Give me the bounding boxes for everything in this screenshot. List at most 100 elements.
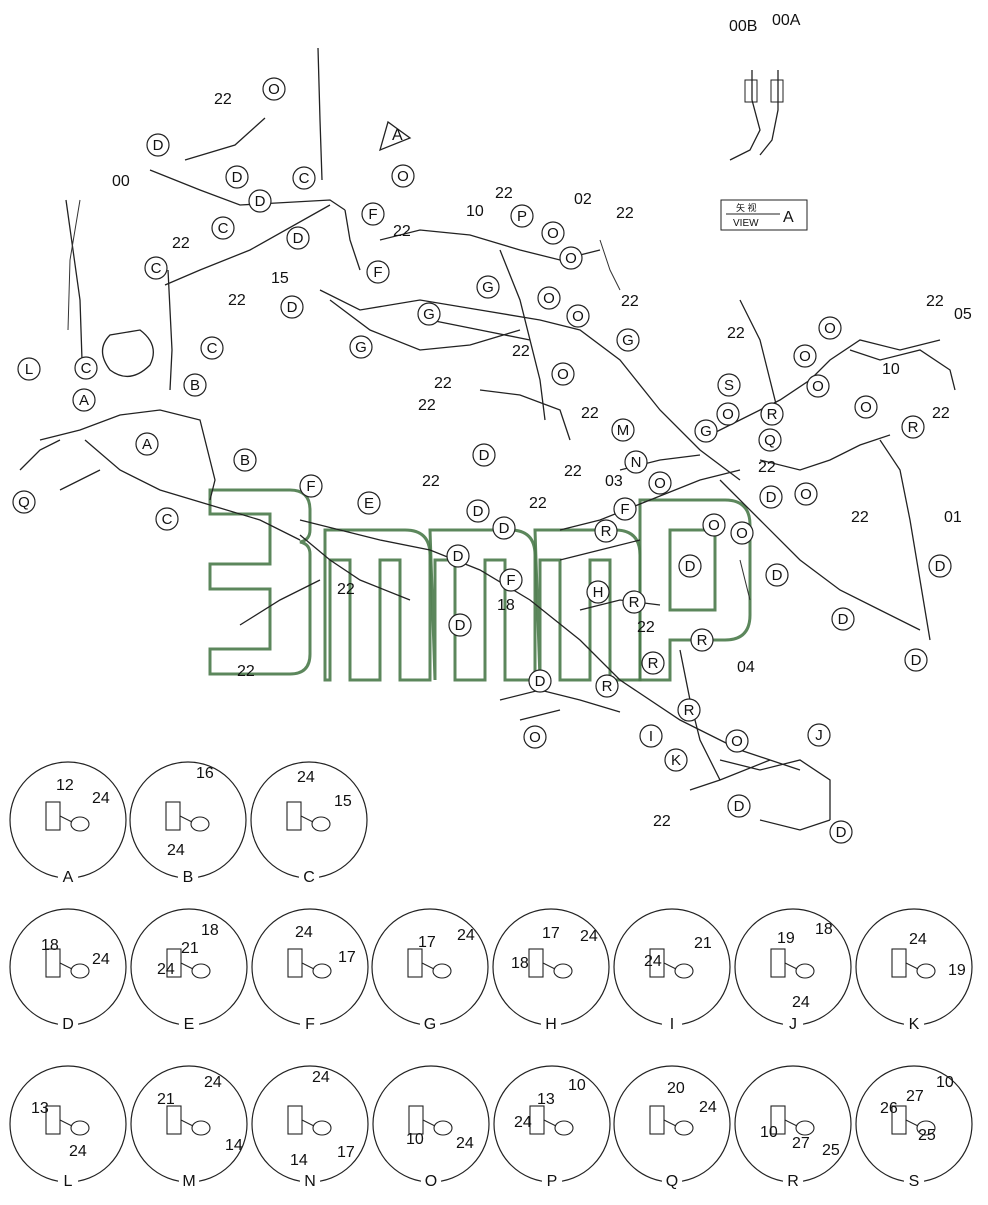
callout-letter: H — [593, 584, 604, 601]
callout: R — [677, 698, 701, 722]
callout: F — [499, 568, 523, 592]
callout-letter: J — [815, 727, 823, 744]
callout: P — [510, 204, 534, 228]
detail-letter: C — [303, 869, 315, 886]
callout-letter: O — [397, 168, 409, 185]
detail-letter: N — [304, 1173, 316, 1190]
callout-letter: O — [572, 308, 584, 325]
callout-letter: R — [767, 406, 778, 423]
detail-part-number: 21 — [694, 935, 712, 952]
callout-letter: D — [287, 299, 298, 316]
detail-part-number: 19 — [948, 962, 966, 979]
callout-letter: R — [602, 678, 613, 695]
detail-letter: Q — [666, 1173, 678, 1190]
callout: G — [694, 419, 718, 443]
detail-part-number: 19 — [777, 930, 795, 947]
part-label: 22 — [926, 293, 944, 310]
callout-letter: F — [373, 264, 382, 281]
callout: D — [765, 563, 789, 587]
callout: O — [551, 362, 575, 386]
part-label: 22 — [434, 375, 452, 392]
part-label: 22 — [727, 325, 745, 342]
callout: D — [678, 554, 702, 578]
part-label: 18 — [497, 597, 515, 614]
callout: D — [448, 613, 472, 637]
callout: D — [466, 499, 490, 523]
callout: O — [391, 164, 415, 188]
callout: O — [262, 77, 286, 101]
callout: G — [417, 302, 441, 326]
detail-part-number: 17 — [418, 934, 436, 951]
callout-letter: G — [622, 332, 634, 349]
detail-part-number: 24 — [457, 927, 475, 944]
callout: L — [17, 357, 41, 381]
callout: K — [664, 748, 688, 772]
callout-letter: D — [838, 611, 849, 628]
detail-part-number: 24 — [909, 931, 927, 948]
callout-letter: L — [25, 361, 33, 378]
callout-letter: I — [649, 728, 653, 745]
callout: O — [702, 513, 726, 537]
part-label: 22 — [228, 292, 246, 309]
callout: R — [622, 590, 646, 614]
part-label: 22 — [564, 463, 582, 480]
callout: C — [200, 336, 224, 360]
detail-part-number: 21 — [157, 1091, 175, 1108]
detail-part-number: 24 — [456, 1135, 474, 1152]
view-a-caption-cn: 矢 视 — [736, 202, 757, 213]
callout-letter: O — [722, 406, 734, 423]
detail-part-number: 25 — [822, 1142, 840, 1159]
callout: F — [299, 474, 323, 498]
detail-part-number: 14 — [290, 1152, 308, 1169]
callout-letter: C — [151, 260, 162, 277]
callout: E — [357, 491, 381, 515]
callout-letter: D — [293, 230, 304, 247]
detail-letter: M — [182, 1173, 195, 1190]
callout-letter: D — [535, 673, 546, 690]
detail-letter: G — [424, 1016, 436, 1033]
callout: O — [793, 344, 817, 368]
detail-part-number: 24 — [69, 1143, 87, 1160]
callout: D — [528, 669, 552, 693]
callout-letter: B — [240, 452, 250, 469]
callout-letter: R — [648, 655, 659, 672]
callout: S — [717, 373, 741, 397]
detail-part-number: 26 — [880, 1100, 898, 1117]
callout-letter: A — [79, 392, 89, 409]
callout: D — [492, 516, 516, 540]
part-label: 01 — [944, 509, 962, 526]
callout: D — [472, 443, 496, 467]
callout-letter: D — [232, 169, 243, 186]
part-label: 22 — [581, 405, 599, 422]
callout-letter: R — [908, 419, 919, 436]
callout: O — [537, 286, 561, 310]
callout: M — [611, 418, 635, 442]
callout: C — [292, 166, 316, 190]
detail-letter: L — [64, 1173, 73, 1190]
callout: G — [476, 275, 500, 299]
detail-part-number: 17 — [337, 1144, 355, 1161]
callout-letter: O — [557, 366, 569, 383]
callout-letter: B — [190, 377, 200, 394]
callout-letter: G — [700, 423, 712, 440]
callout-letter: G — [423, 306, 435, 323]
detail-letter: P — [547, 1173, 558, 1190]
callout: F — [361, 202, 385, 226]
callout-letter: D — [772, 567, 783, 584]
part-label: 10 — [882, 361, 900, 378]
callout: D — [146, 133, 170, 157]
detail-part-number: 24 — [792, 994, 810, 1011]
detail-letter: R — [787, 1173, 799, 1190]
detail-part-number: 24 — [295, 924, 313, 941]
callout: R — [760, 402, 784, 426]
detail-part-number: 13 — [537, 1091, 555, 1108]
part-label: 22 — [495, 185, 513, 202]
